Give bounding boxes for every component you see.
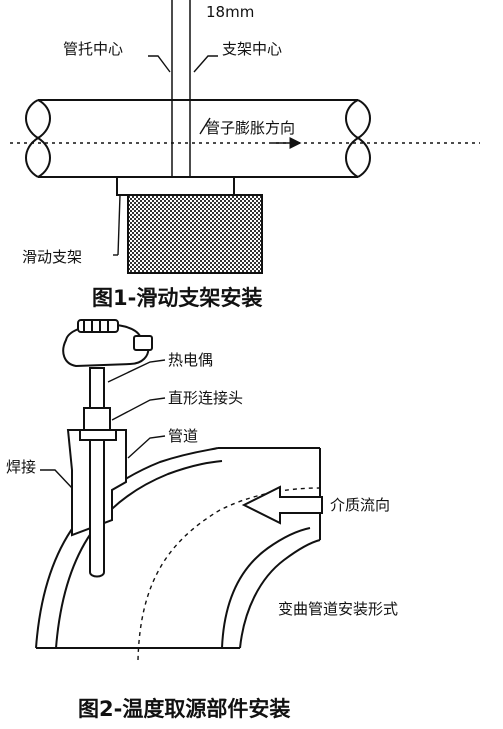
thermocouple-stem (89, 367, 105, 409)
pipe-shoe (116, 176, 235, 196)
figure-1-leader-lines (113, 55, 218, 256)
weld-label: 焊接 (6, 458, 36, 476)
bracket-center-label: 支架中心 (222, 40, 282, 58)
dimension-label: 18mm (206, 3, 254, 21)
support-block (127, 194, 263, 274)
straight-connector-label: 直形连接头 (168, 389, 243, 407)
figure-2-leader-lines (40, 359, 166, 489)
thermocouple-probe (89, 439, 105, 578)
installation-form-label: 变曲管道安装形式 (278, 600, 398, 618)
pipe-support-center-label: 管托中心 (63, 40, 123, 58)
elbow-center-line (137, 487, 321, 661)
figure-1-sliding-support: 18mm 管托中心 支架中心 管子膨胀方向 滑动支架 图1-滑动支架安装 (10, 0, 480, 310)
figure-2-temperature-sensor: 热电偶 直形连接头 管道 焊接 介质流向 变曲管道安装形式 图2-温度取源部件安… (6, 319, 398, 721)
medium-flow-label: 介质流向 (330, 496, 390, 514)
thermocouple-label: 热电偶 (168, 351, 213, 369)
medium-flow-arrow (241, 485, 323, 525)
pipe-body (25, 99, 371, 178)
sliding-support-label: 滑动支架 (22, 248, 82, 266)
pipe-label: 管道 (168, 427, 198, 445)
elbow-pipe (35, 447, 321, 649)
figure-1-caption: 图1-滑动支架安装 (92, 286, 262, 310)
expansion-direction-label: 管子膨胀方向 (205, 119, 295, 137)
figure-2-caption: 图2-温度取源部件安装 (78, 697, 290, 721)
connector-nut (79, 429, 117, 441)
thermocouple-head (62, 319, 153, 368)
